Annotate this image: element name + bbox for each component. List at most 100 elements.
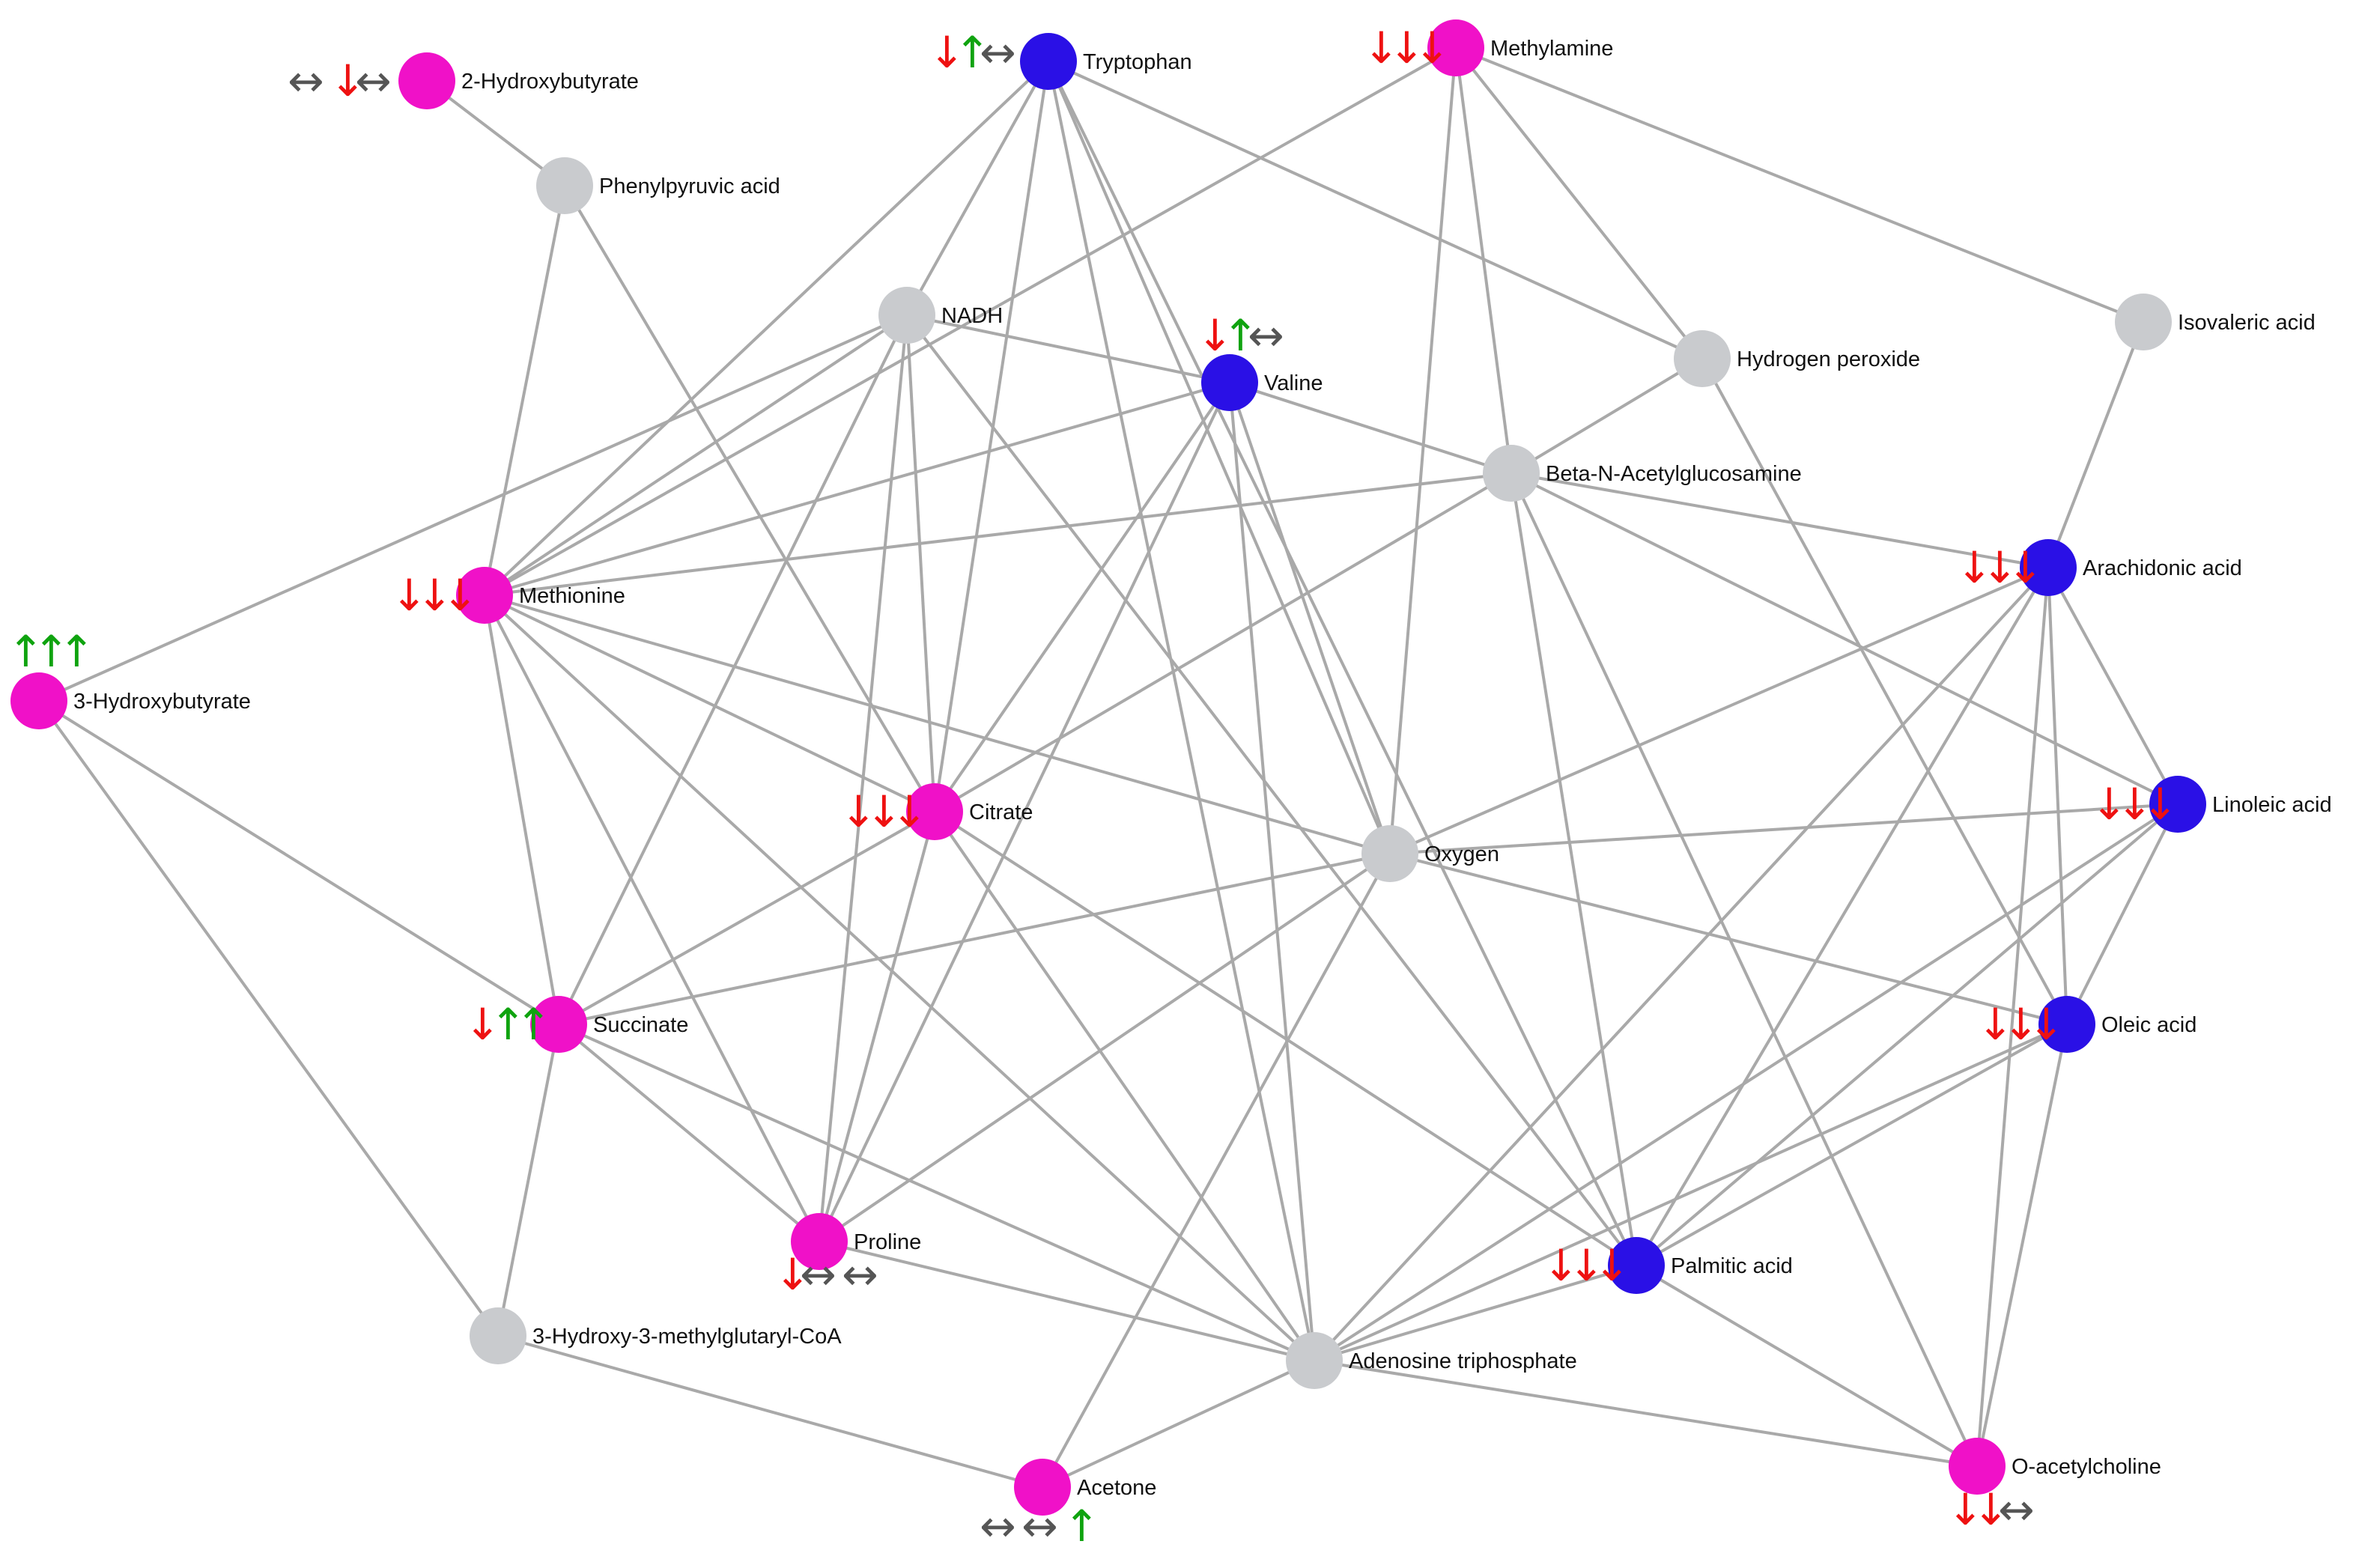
edge-atp-arachidonic	[1313, 566, 2050, 1362]
node-circle-acetylcholine[interactable]	[1949, 1438, 2006, 1495]
edge-valine-atp	[1228, 382, 1316, 1361]
node-hydroxybutyrate2[interactable]: 2-Hydroxybutyrate↔↓↔	[288, 52, 639, 109]
node-methylamine[interactable]: Methylamine↓↓↓	[1363, 19, 1613, 76]
edge-acetone-atp	[1042, 1359, 1315, 1489]
edge-methylamine-glcnac	[1454, 47, 1513, 474]
node-oxygen[interactable]: Oxygen	[1361, 825, 1499, 882]
change-arrow-down-icon: ↓	[774, 1249, 811, 1300]
node-tryptophan[interactable]: Tryptophan↓↑↔	[929, 27, 1192, 90]
change-arrow-down-icon: ↓	[1956, 542, 1993, 593]
edge-linoleic-palmitic	[1635, 803, 2179, 1267]
edge-succinate-oxygen	[558, 852, 1391, 1026]
change-arrow-up-icon: ↑	[515, 999, 552, 1050]
edge-h2o2-oleic	[1701, 358, 2068, 1025]
edge-methylamine-isovaleric	[1455, 46, 2144, 323]
edge-glcnac-linoleic	[1511, 472, 2179, 806]
node-circle-palmitic[interactable]	[1608, 1237, 1665, 1294]
node-oleic[interactable]: Oleic acid↓↓↓	[1977, 996, 2196, 1053]
node-label-palmitic: Palmitic acid	[1671, 1254, 1793, 1278]
node-circle-hmgcoa[interactable]	[470, 1307, 526, 1364]
node-circle-arachidonic[interactable]	[2020, 539, 2077, 596]
node-label-oxygen: Oxygen	[1424, 842, 1499, 866]
edge-valine-oxygen	[1228, 382, 1391, 854]
node-palmitic[interactable]: Palmitic acid↓↓↓	[1543, 1237, 1793, 1294]
edge-phenylpyruvic-citrate	[563, 184, 936, 813]
node-nadh[interactable]: NADH	[878, 287, 1003, 344]
edge-oleic-palmitic	[1636, 1023, 2068, 1267]
node-succinate[interactable]: Succinate↓↑↑	[464, 996, 688, 1053]
node-acetylcholine[interactable]: O-acetylcholine↓↓↔	[1947, 1438, 2161, 1535]
node-circle-acetone[interactable]	[1014, 1459, 1071, 1516]
node-label-succinate: Succinate	[593, 1013, 688, 1037]
edge-valine-methionine	[484, 381, 1230, 597]
node-circle-methylamine[interactable]	[1427, 19, 1484, 76]
node-circle-valine[interactable]	[1201, 354, 1258, 411]
change-arrow-up-icon: ↑	[58, 626, 95, 677]
node-circle-hydroxybutyrate3[interactable]	[10, 672, 67, 729]
node-label-hmgcoa: 3-Hydroxy-3-methylglutaryl-CoA	[532, 1325, 842, 1349]
node-label-acetylcholine: O-acetylcholine	[2012, 1455, 2161, 1479]
edge-oxygen-linoleic	[1389, 803, 2179, 855]
edge-nadh-hydroxybutyrate3	[38, 314, 908, 702]
node-circle-oxygen[interactable]	[1361, 825, 1418, 882]
edge-nadh-succinate	[557, 314, 908, 1025]
edge-glcnac-palmitic	[1510, 472, 1638, 1266]
edge-palmitic-acetylcholine	[1635, 1264, 1979, 1468]
node-label-citrate: Citrate	[969, 800, 1033, 824]
node-circle-h2o2[interactable]	[1674, 330, 1731, 387]
node-circle-proline[interactable]	[791, 1213, 848, 1270]
node-valine[interactable]: Valine↓↑↔	[1197, 310, 1323, 411]
edge-methylamine-oxygen	[1388, 47, 1457, 854]
node-label-tryptophan: Tryptophan	[1083, 50, 1192, 74]
node-linoleic[interactable]: Linoleic acid↓↓↓	[2091, 776, 2332, 833]
edge-tryptophan-oxygen	[1047, 61, 1391, 854]
node-phenylpyruvic[interactable]: Phenylpyruvic acid	[536, 157, 780, 214]
change-arrow-unchanged-icon: ↔	[842, 1249, 878, 1300]
node-circle-citrate[interactable]	[906, 783, 963, 840]
edge-atp-palmitic	[1314, 1264, 1637, 1362]
change-arrow-down-icon: ↓	[1947, 1484, 1984, 1535]
edge-methylamine-h2o2	[1454, 46, 1704, 360]
node-circle-linoleic[interactable]	[2149, 776, 2206, 833]
edge-nadh-palmitic	[905, 314, 1638, 1267]
node-isovaleric[interactable]: Isovaleric acid	[2115, 294, 2316, 350]
edge-hydroxybutyrate2-phenylpyruvic	[425, 79, 566, 187]
node-circle-hydroxybutyrate2[interactable]	[398, 52, 455, 109]
node-hydroxybutyrate3[interactable]: 3-Hydroxybutyrate↑↑↑	[7, 626, 251, 729]
node-circle-glcnac[interactable]	[1483, 445, 1540, 502]
edge-hmgcoa-acetone	[497, 1334, 1043, 1489]
edge-proline-atp	[819, 1240, 1315, 1362]
change-arrow-down-icon: ↓	[1363, 22, 1400, 73]
edge-layer	[37, 46, 2179, 1489]
edge-oxygen-oleic	[1389, 852, 2068, 1026]
edge-valine-citrate	[933, 381, 1231, 813]
edge-phenylpyruvic-methionine	[483, 185, 566, 596]
node-circle-nadh[interactable]	[878, 287, 935, 344]
node-circle-succinate[interactable]	[530, 996, 587, 1053]
node-label-oleic: Oleic acid	[2101, 1013, 2196, 1037]
edge-tryptophan-palmitic	[1047, 61, 1638, 1266]
node-circle-oleic[interactable]	[2038, 996, 2095, 1053]
node-circle-tryptophan[interactable]	[1020, 33, 1077, 90]
change-arrow-down-icon: ↓	[391, 570, 428, 621]
node-circle-methionine[interactable]	[456, 567, 513, 624]
change-arrow-up-icon: ↑	[1222, 310, 1259, 361]
node-acetone[interactable]: Acetone↔↔↑	[980, 1459, 1156, 1552]
node-h2o2[interactable]: Hydrogen peroxide	[1674, 330, 1920, 387]
edge-glcnac-arachidonic	[1511, 472, 2049, 569]
edge-tryptophan-citrate	[933, 61, 1050, 812]
node-hmgcoa[interactable]: 3-Hydroxy-3-methylglutaryl-CoA	[470, 1307, 842, 1364]
node-circle-isovaleric[interactable]	[2115, 294, 2172, 350]
node-label-glcnac: Beta-N-Acetylglucosamine	[1546, 462, 1802, 486]
change-arrow-down-icon: ↓	[1543, 1240, 1579, 1291]
edge-tryptophan-atp	[1047, 61, 1316, 1361]
node-glcnac[interactable]: Beta-N-Acetylglucosamine	[1483, 445, 1802, 502]
node-citrate[interactable]: Citrate↓↓↓	[840, 783, 1033, 840]
node-atp[interactable]: Adenosine triphosphate	[1286, 1332, 1577, 1389]
edge-valine-proline	[818, 382, 1231, 1242]
node-proline[interactable]: Proline↓↔↔	[774, 1213, 921, 1300]
node-circle-atp[interactable]	[1286, 1332, 1343, 1389]
node-methionine[interactable]: Methionine↓↓↓	[391, 567, 625, 624]
node-circle-phenylpyruvic[interactable]	[536, 157, 593, 214]
node-arachidonic[interactable]: Arachidonic acid↓↓↓	[1956, 539, 2242, 596]
